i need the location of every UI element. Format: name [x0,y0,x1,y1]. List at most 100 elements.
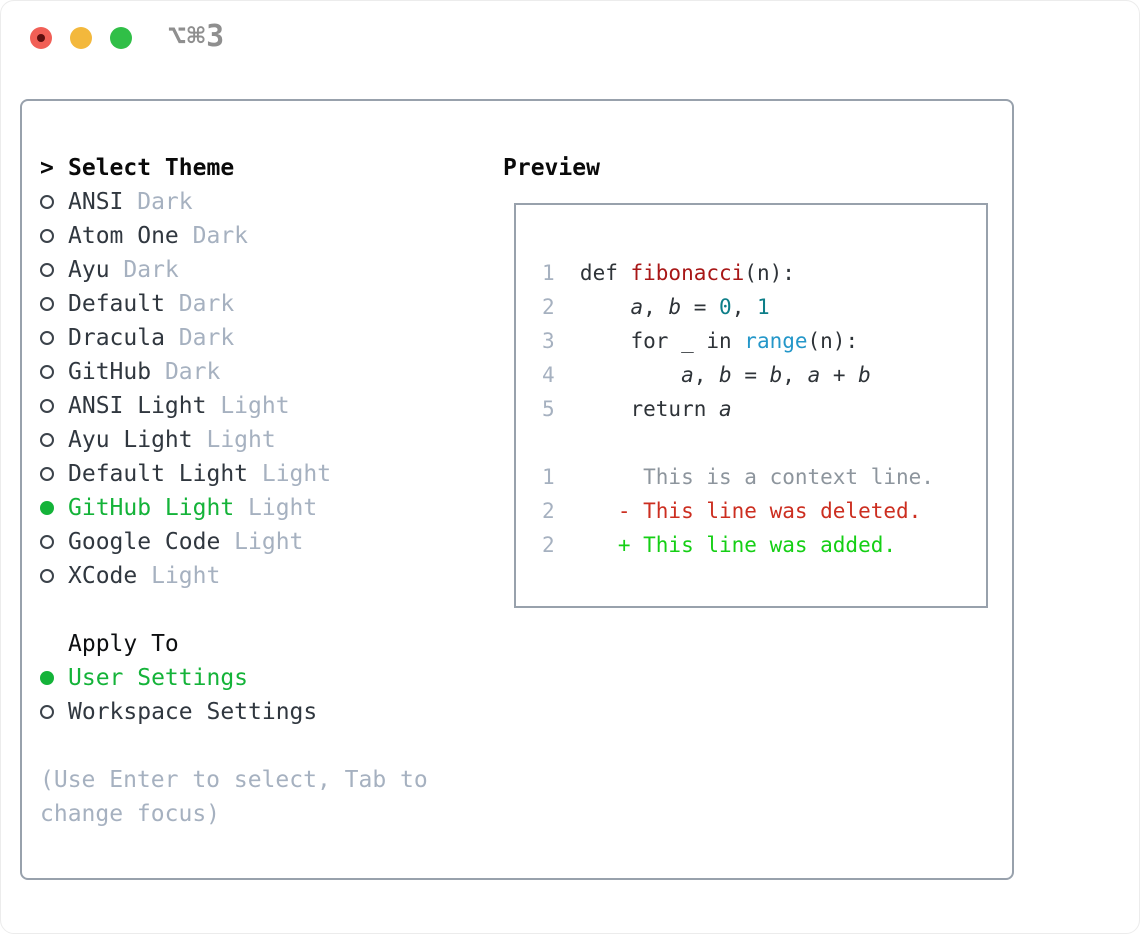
menu-title-row: > Select Theme [40,151,428,185]
spacer-row [40,729,428,763]
option-label: Dracula [68,325,165,351]
option-label: Default [68,291,165,317]
theme-option[interactable]: Atom One Dark [40,219,428,253]
radio-icon [40,399,54,413]
radio-icon [40,331,54,345]
radio-icon [40,195,54,209]
option-variant-label: Dark [123,257,179,283]
option-variant-label: Light [234,529,304,555]
option-label: XCode [68,563,138,589]
code-line: 2 + This line was added. [542,528,974,562]
code-token-add: + This line was added. [579,533,896,557]
code-token-ctx: This is a context line. [579,465,934,489]
theme-option[interactable]: Dracula Dark [40,321,428,355]
code-token-var: b [858,363,871,387]
option-label: Atom One [68,223,179,249]
option-label: GitHub [68,359,152,385]
window-shortcut-label: ⌥⌘3 [168,19,226,54]
cursor-icon: > [40,155,54,181]
radio-icon [40,705,54,719]
code-token-plain: return [579,397,719,421]
option-variant-label: Dark [178,325,235,351]
line-number: 2 [542,295,555,319]
apply-to-title-row: Apply To [40,627,428,661]
code-line: 1 This is a context line. [542,460,974,494]
apply-to-title: Apply To [68,631,179,657]
line-number: 5 [542,397,555,421]
code-token-var: a [630,295,644,319]
theme-option[interactable]: Default Light Light [40,457,428,491]
line-number: 1 [542,465,555,489]
code-token-plain [580,363,681,387]
option-variant-label: Light [248,495,318,521]
radio-icon [40,365,54,379]
option-variant-label: Dark [164,359,221,385]
zoom-button[interactable] [110,27,132,49]
option-label: Google Code [68,529,221,555]
code-line: 5 return a [542,392,974,426]
option-variant-label: Dark [178,291,235,317]
code-token-plain: , [782,363,808,387]
option-label: ANSI Light [68,393,207,419]
code-token-plain: , [731,295,757,319]
option-label: Ayu [68,257,110,283]
radio-icon [40,569,54,583]
code-token-num: 1 [757,295,770,319]
option-variant-label: Dark [137,189,193,215]
code-token-plain: , [643,295,669,319]
close-button[interactable] [30,27,52,49]
theme-option[interactable]: Default Dark [40,287,428,321]
option-label: ANSI [68,189,124,215]
radio-icon [40,535,54,549]
option-variant-label: Light [261,461,332,487]
radio-icon [40,467,54,481]
radio-icon [40,229,54,243]
option-label: Default Light [68,461,249,487]
radio-icon [40,263,54,277]
radio-icon [40,297,54,311]
code-token-plain: + [820,363,859,387]
code-token-plain: , [693,363,720,387]
theme-option[interactable]: GitHub Light Light [40,491,428,525]
code-token-var: a [681,363,694,387]
spacer-row [40,593,428,627]
option-label: GitHub Light [68,495,235,521]
code-token-del: - This line was deleted. [579,499,922,523]
code-line: 2 a, b = 0, 1 [542,290,974,324]
radio-icon [40,433,54,447]
code-token-var: b [719,363,732,387]
code-line: 3 for _ in range(n): [542,324,974,358]
code-token-plain: (n): [744,261,795,285]
apply-option[interactable]: User Settings [40,661,428,695]
option-variant-label: Dark [192,223,249,249]
theme-option[interactable]: ANSI Dark [40,185,428,219]
apply-option[interactable]: Workspace Settings [40,695,428,729]
code-token-num: 0 [719,295,732,319]
theme-option[interactable]: Google Code Light [40,525,428,559]
hint-line-1: (Use Enter to select, Tab to [40,767,428,793]
code-token-plain: def [579,261,631,285]
line-number: 3 [542,329,555,353]
code-token-plain [580,295,631,319]
radio-selected-icon [40,671,54,685]
radio-selected-icon [40,501,54,515]
code-token-var: b [769,363,783,387]
code-line: 4 a, b = b, a + b [542,358,974,392]
code-token-plain: for _ in [579,329,745,353]
menu-title: Select Theme [68,155,235,181]
theme-option[interactable]: Ayu Dark [40,253,428,287]
code-token-var: b [668,295,682,319]
theme-option[interactable]: GitHub Dark [40,355,428,389]
minimize-button[interactable] [70,27,92,49]
code-token-plain: (n): [807,329,859,353]
